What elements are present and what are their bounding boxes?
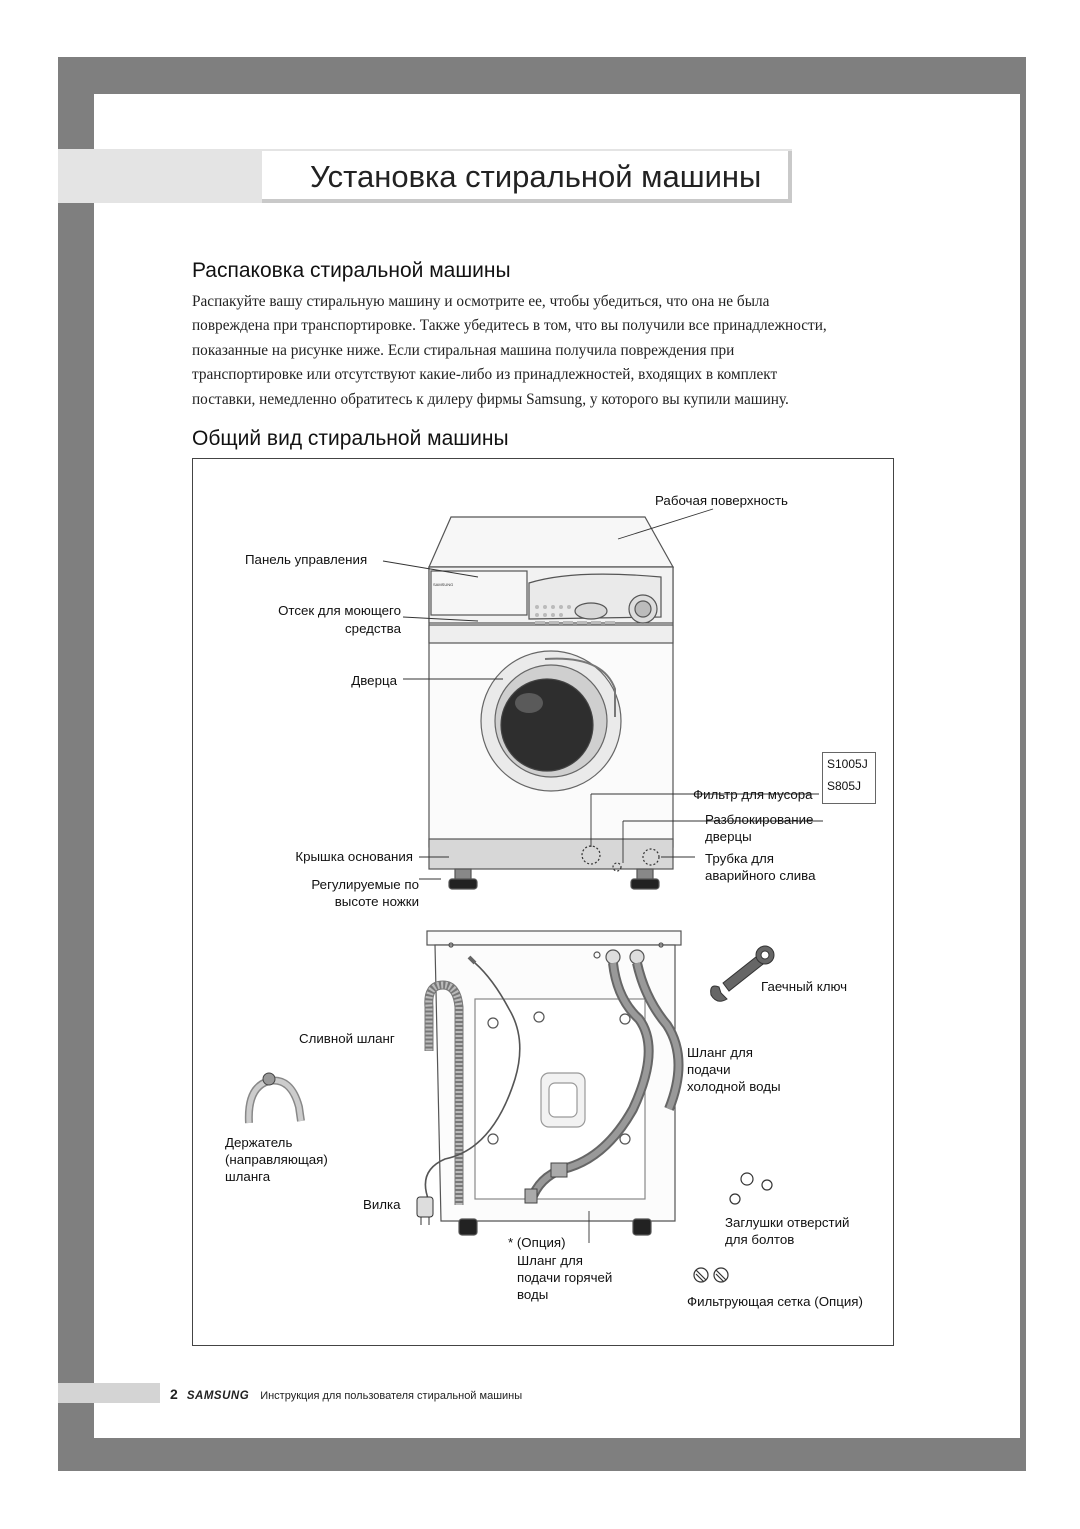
- label-holder-line3: шланга: [225, 1169, 271, 1184]
- inlet-hoses: [524, 961, 684, 1204]
- power-cord: [424, 962, 521, 1202]
- label-caps-line2: для болтов: [725, 1232, 795, 1247]
- label-drain-tube-line2: аварийного слива: [705, 868, 816, 883]
- model-box: S1005J S805J: [822, 752, 876, 804]
- footer-brand-logo: SAMSUNG: [186, 1390, 250, 1402]
- paragraph-line: повреждена при транспортировке. Также уб…: [192, 317, 827, 335]
- label-plug: Вилка: [363, 1197, 401, 1212]
- label-holder-line1: Держатель: [225, 1135, 293, 1150]
- label-legs-line1: Регулируемые по: [311, 877, 419, 892]
- hole-caps: [729, 1172, 773, 1205]
- drain-hose: [424, 955, 521, 1205]
- paragraph-line: транспортировке или отсутствуют какие-ли…: [192, 366, 778, 384]
- label-holder-line2: (направляющая): [225, 1152, 328, 1167]
- paragraph-line: поставки, немедленно обратитесь к дилеру…: [192, 390, 789, 408]
- model-name: S805J: [827, 779, 862, 793]
- right-foot: [630, 878, 660, 890]
- drain-tube-marker: [642, 848, 660, 866]
- leader-lines-front: [382, 508, 823, 880]
- label-option-line1: * (Опция): [508, 1235, 566, 1250]
- debris-filter-marker: [581, 845, 601, 865]
- label-option-line3: подачи горячей: [517, 1270, 613, 1285]
- title-box: [262, 151, 792, 203]
- work-surface: [428, 516, 675, 568]
- footer-bar: [58, 1383, 160, 1403]
- label-door-unlock-line2: дверцы: [705, 829, 752, 844]
- label-cold-hose-line2: подачи: [687, 1062, 731, 1077]
- page-number: 2: [170, 1386, 178, 1402]
- label-legs-line2: высоте ножки: [334, 894, 419, 909]
- unpacking-heading: Распаковка стиральной машины: [192, 259, 511, 282]
- label-option-line4: воды: [517, 1287, 549, 1302]
- plug: [416, 1196, 434, 1225]
- label-mesh-filter: Фильтрующая сетка (Опция): [687, 1294, 863, 1309]
- label-drain-hose: Сливной шланг: [299, 1031, 395, 1046]
- unpacking-paragraph: Распакуйте вашу стиральную машину и осмо…: [192, 290, 902, 412]
- model-name: S1005J: [827, 757, 868, 771]
- paragraph-line: показанные на рисунке ниже. Если стираль…: [192, 341, 735, 359]
- label-detergent-line2: средства: [345, 621, 401, 636]
- label-control-panel: Панель управления: [245, 552, 368, 567]
- paragraph-line: Распакуйте вашу стиральную машину и осмо…: [192, 293, 770, 310]
- rear-left-foot: [458, 1218, 478, 1236]
- base-cover: [428, 838, 674, 870]
- rear-right-foot: [632, 1218, 652, 1236]
- label-cold-hose-line1: Шланг для: [687, 1045, 753, 1060]
- machine-front-view: SAMSUNG: [428, 516, 675, 890]
- label-work-surface: Рабочая поверхность: [655, 493, 788, 508]
- footer: 2 SAMSUNG Инструкция для пользователя ст…: [170, 1386, 522, 1402]
- label-drain-tube-line1: Трубка для: [705, 851, 774, 866]
- rear-top-edge: [426, 930, 682, 946]
- label-option-line2: Шланг для: [517, 1253, 583, 1268]
- label-detergent-line1: Отсек для моющего: [278, 603, 401, 618]
- left-foot: [448, 878, 478, 890]
- footer-text: Инструкция для пользователя стиральной м…: [260, 1390, 523, 1402]
- panel-buttons: [535, 605, 615, 625]
- label-caps-line1: Заглушки отверстий: [725, 1215, 850, 1230]
- machine-diagram: SAMSUNG: [192, 458, 894, 1346]
- page-title: Установка стиральной машины: [310, 159, 762, 194]
- spanner: [710, 945, 775, 1002]
- label-door-unlock-line1: Разблокирование: [705, 812, 814, 827]
- machine-brand-mark: SAMSUNG: [433, 582, 453, 587]
- overview-heading: Общий вид стиральной машины: [192, 427, 509, 450]
- label-spanner: Гаечный ключ: [761, 979, 848, 994]
- label-base-cover: Крышка основания: [295, 849, 413, 864]
- label-debris-filter: Фильтр для мусора: [693, 787, 813, 802]
- label-cold-hose-line3: холодной воды: [687, 1079, 781, 1094]
- mesh-filters: [693, 1267, 729, 1283]
- machine-illustration: SAMSUNG: [244, 508, 823, 1283]
- display: [574, 602, 608, 620]
- label-door: Дверца: [351, 673, 397, 688]
- hose-holder: [244, 1072, 305, 1124]
- detergent-drawer: [430, 570, 528, 616]
